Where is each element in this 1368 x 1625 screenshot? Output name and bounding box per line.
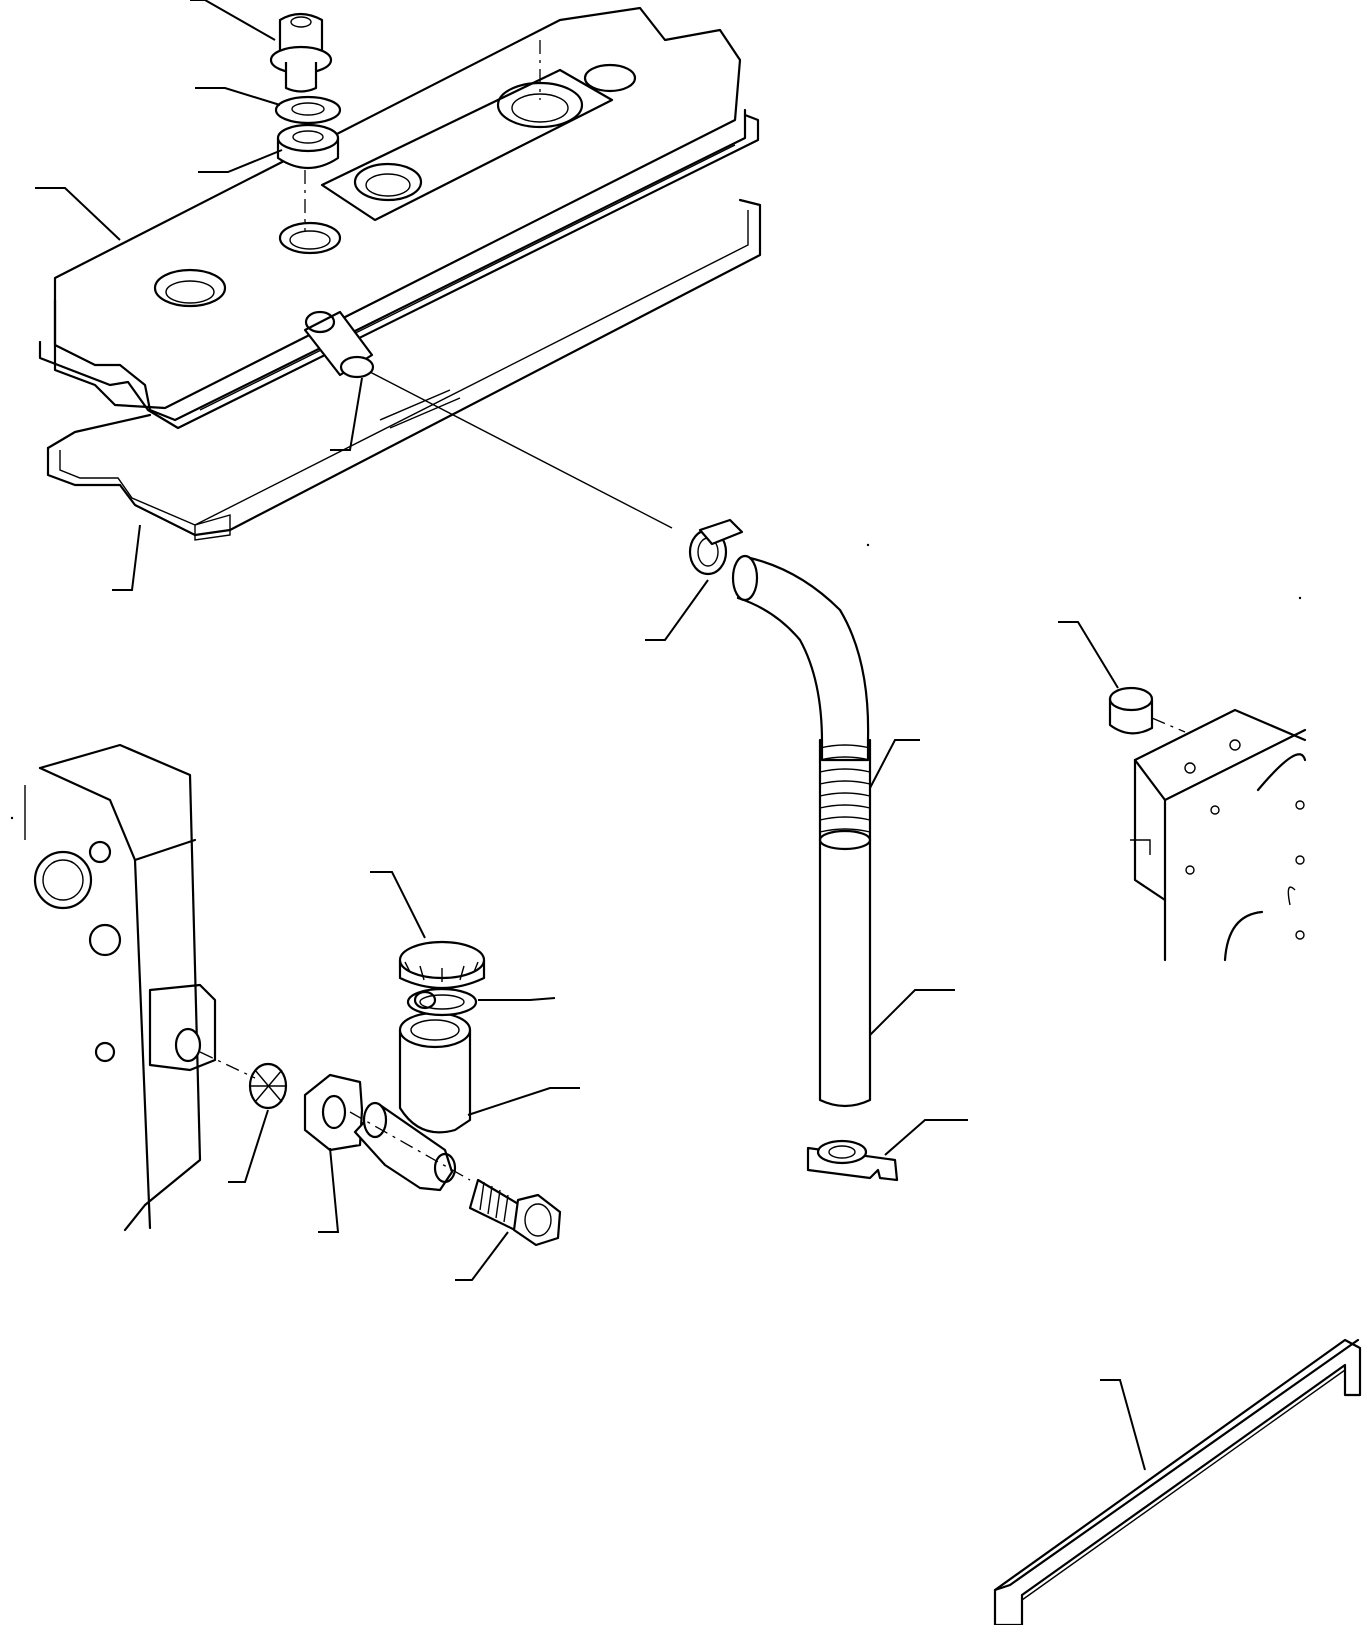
leader-line [869, 739, 920, 789]
leader-line [190, 0, 276, 41]
leader-line [1058, 621, 1119, 689]
leader-line [467, 1087, 580, 1116]
washer [274, 95, 342, 125]
breather-nipple [303, 310, 375, 379]
leader-line [35, 187, 121, 241]
flange-bolt [468, 1178, 562, 1247]
head-cover-gasket [46, 198, 762, 541]
breather-pipe [818, 829, 872, 1108]
timing-case [24, 743, 217, 1232]
hose-clamp [688, 518, 744, 576]
filler-elbow [353, 1011, 472, 1192]
leader-line [318, 1147, 340, 1233]
flange-gasket [303, 1073, 364, 1152]
drawing-speck [1298, 596, 1302, 600]
bolt-top [269, 12, 333, 93]
strainer [248, 1062, 288, 1110]
leader-line [330, 377, 363, 451]
filler-cap [398, 940, 486, 1010]
seal-grommet [276, 123, 340, 169]
leader-line [195, 87, 281, 106]
leader-line [884, 1119, 968, 1156]
leader-line [228, 1109, 269, 1183]
axis-line [369, 371, 673, 529]
leader-line [645, 579, 709, 641]
pipe-clip [806, 1139, 899, 1182]
leader-line [370, 871, 426, 939]
leader-line [455, 1231, 509, 1281]
head-cover [38, 6, 760, 430]
leader-line [478, 997, 556, 1001]
leader-line [198, 149, 283, 173]
drawing-speck [866, 543, 870, 547]
seal-strip [993, 1338, 1362, 1625]
plug [1108, 686, 1154, 735]
leader-line [1100, 1379, 1146, 1471]
breather-hose [731, 554, 872, 842]
leader-line [112, 524, 141, 591]
drawing-speck [10, 816, 14, 820]
leader-line [869, 989, 955, 1036]
cylinder-block [1130, 708, 1307, 962]
